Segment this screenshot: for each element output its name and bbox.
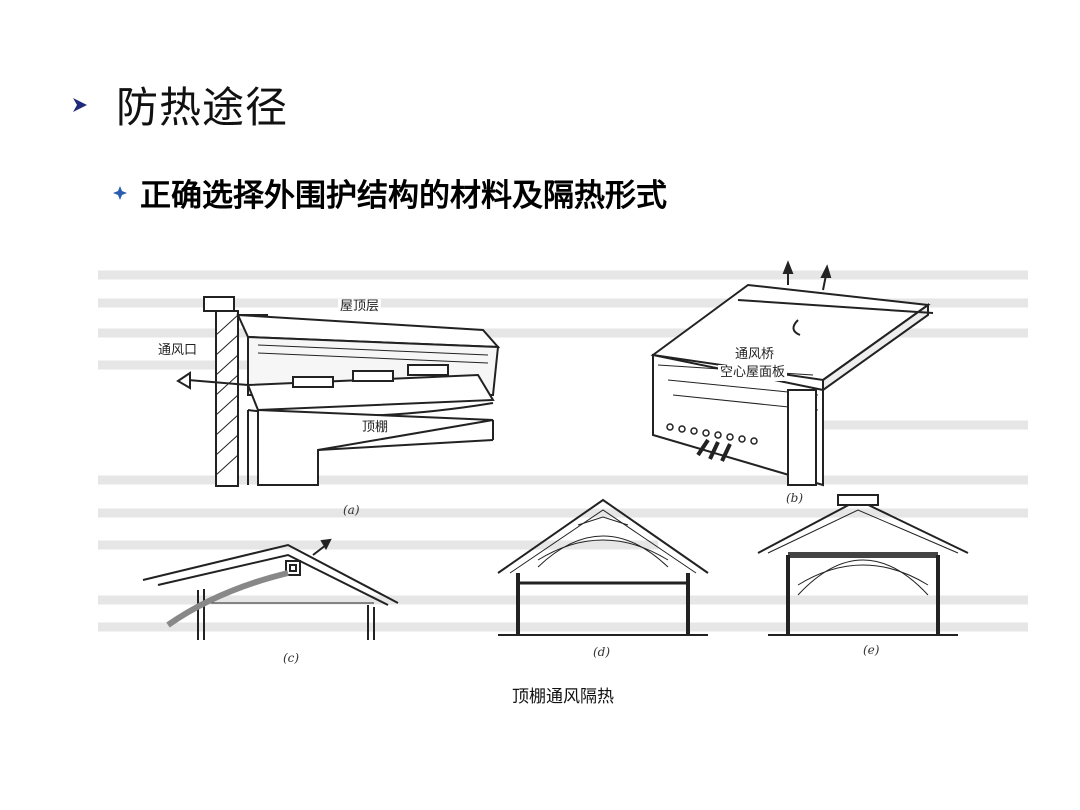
label-roof-layer: 屋顶层 — [338, 299, 382, 315]
bullet-text: 正确选择外围护结构的材料及隔热形式 — [140, 178, 667, 214]
ceiling-ventilation-figure: 屋顶层 通风口 顶棚 通风桥 空心屋面板 (a) (b) (c) (d) (e)… — [98, 255, 1028, 710]
diamond-bullet-icon — [113, 185, 127, 200]
diagram-e — [757, 494, 969, 636]
label-vent-opening: 通风口 — [156, 343, 200, 359]
slide-title: 防热途径 — [116, 83, 289, 132]
diagram-c — [142, 538, 399, 640]
sub-caption-c: (c) — [283, 651, 300, 665]
label-ceiling: 顶棚 — [360, 420, 391, 436]
sub-caption-e: (e) — [863, 643, 880, 657]
bullet-point: 正确选择外围护结构的材料及隔热形式 — [112, 170, 667, 215]
slide-heading: 防热途径 — [72, 74, 288, 135]
label-vent-bridge: 通风桥 — [733, 347, 777, 363]
diagram-b — [650, 260, 934, 487]
figure-caption: 顶棚通风隔热 — [512, 687, 614, 707]
figure-drawing — [98, 260, 1028, 640]
diagram-d — [497, 498, 709, 636]
sub-caption-d: (d) — [593, 645, 611, 659]
arrow-bullet-icon — [73, 97, 87, 112]
sub-caption-b: (b) — [786, 491, 804, 505]
label-hollow-roof-panel: 空心屋面板 — [718, 365, 788, 381]
diagram-a — [176, 296, 501, 487]
sub-caption-a: (a) — [343, 503, 360, 517]
